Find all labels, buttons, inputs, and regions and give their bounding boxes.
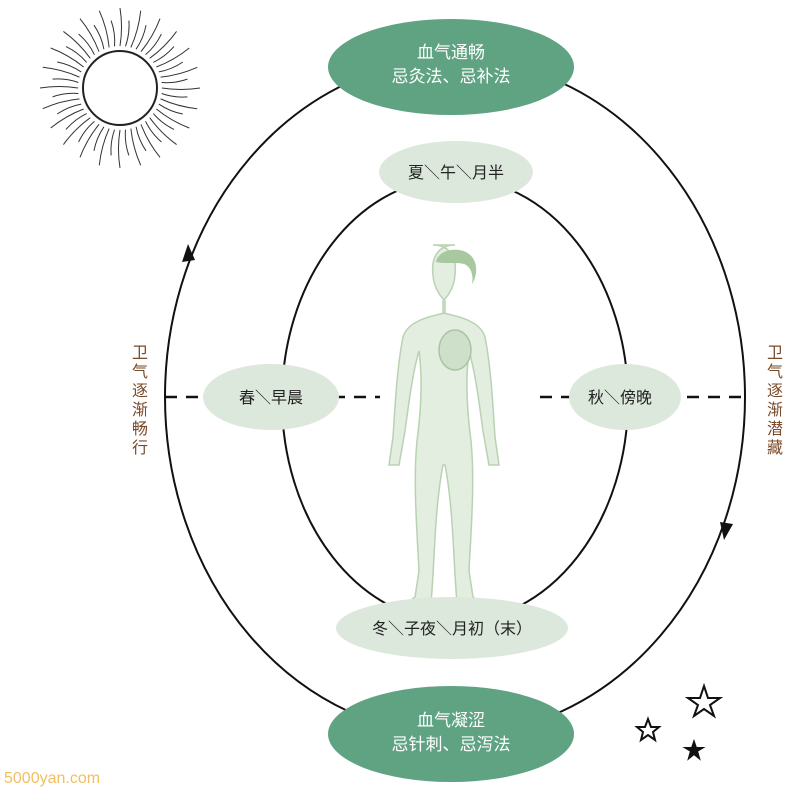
svg-text:卫: 卫 [132,343,148,362]
sun-ray [130,10,142,48]
bottom-node-line2: 忌针刺、忌泻法 [392,735,511,755]
stars-icon [634,682,724,761]
sun-ray [130,128,142,166]
sun-ray [42,66,80,78]
svg-text:渐: 渐 [132,400,148,419]
sun-ray [78,33,95,55]
sun-ray [160,98,198,110]
sun-icon [39,7,201,169]
left-side-label: 卫 气 逐 渐 畅 行 [132,343,148,457]
sun-ray [78,120,95,143]
bottom-node: 血气凝涩 忌针刺、忌泻法 [328,686,574,782]
sun-ray [119,7,123,47]
svg-text:逐: 逐 [132,381,148,400]
bottom-node-line1: 血气凝涩 [417,711,485,731]
arrow-up-icon [182,244,195,262]
sun-ray [156,108,190,129]
sun-ray [140,18,161,52]
autumn-label: 秋＼傍晚 [588,388,652,407]
sun-ray [149,117,177,145]
svg-text:藏: 藏 [767,438,783,457]
svg-text:行: 行 [132,438,148,457]
sun-ray [52,92,79,98]
sun-ray [161,87,201,91]
sun-ray [124,129,130,156]
arrow-down-icon [720,522,733,540]
svg-text:渐: 渐 [767,400,783,419]
svg-text:潜: 潜 [767,419,783,438]
sun-ray [63,117,91,145]
sun-ray [145,121,162,143]
sun-ray [153,46,175,63]
human-figure [388,244,500,608]
spring-label: 春＼早晨 [239,388,303,407]
sun-ray [117,129,121,169]
sun-ray [79,18,100,52]
sun-ray [50,108,84,129]
sun-ray [158,103,183,115]
sun-ray [93,24,105,50]
sun-ray [56,103,82,115]
sun-ray [65,113,87,130]
sun-disc [82,50,158,126]
sun-ray [160,66,198,78]
right-side-label: 卫 气 逐 渐 潜 藏 [767,343,783,457]
svg-text:气: 气 [132,362,148,381]
sun-ray [135,126,147,152]
sun-ray [93,126,105,151]
sun-ray [39,85,79,89]
sun-ray [52,78,79,83]
summer-node: 夏＼午＼月半 [379,141,533,203]
top-node: 血气通畅 忌灸法、忌补法 [328,19,574,115]
svg-text:畅: 畅 [132,419,148,438]
sun-ray [98,10,110,48]
sun-ray [152,113,175,130]
sun-ray [140,124,161,158]
sun-ray [63,31,91,59]
sun-ray [110,129,115,156]
winter-label: 冬＼子夜＼月初（末） [372,619,532,638]
sun-ray [158,61,184,73]
sun-ray [98,128,110,166]
svg-text:卫: 卫 [767,343,783,362]
summer-label: 夏＼午＼月半 [408,163,504,182]
sun-ray [110,20,116,47]
sun-ray [50,47,84,68]
spring-node: 春＼早晨 [203,364,339,430]
sun-ray [79,124,100,158]
watermark: 5000yan.com [4,770,101,787]
sun-ray [161,78,188,84]
sun-ray [145,33,162,56]
autumn-node: 秋＼傍晚 [569,364,681,430]
svg-text:气: 气 [767,362,783,381]
sun-ray [156,47,190,68]
sun-ray [149,31,177,59]
sun-ray [161,93,188,98]
sun-ray [125,20,130,47]
top-node-line1: 血气通畅 [417,43,485,63]
sun-ray [65,46,88,63]
sun-ray [57,61,82,73]
svg-text:逐: 逐 [767,381,783,400]
top-node-line2: 忌灸法、忌补法 [392,67,511,87]
sun-ray [42,98,80,110]
sun-ray [135,25,147,50]
winter-node: 冬＼子夜＼月初（末） [336,597,568,659]
